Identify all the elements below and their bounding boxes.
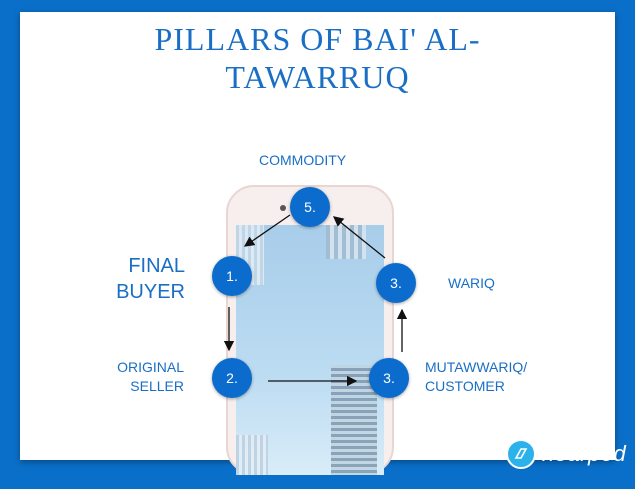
building-top bbox=[326, 225, 366, 259]
label-mutawwariq-line1: MUTAWWARIQ/ bbox=[425, 359, 528, 375]
label-original-seller-line2: SELLER bbox=[130, 378, 184, 394]
nearpod-logo-icon bbox=[506, 439, 536, 469]
node-3-wariq: 3. bbox=[376, 263, 416, 303]
slide-title: PILLARS OF BAI' AL- TAWARRUQ bbox=[0, 20, 635, 96]
label-final-buyer-line1: FINAL bbox=[128, 255, 185, 277]
node-5-commodity: 5. bbox=[290, 187, 330, 227]
nearpod-logo: nearpod bbox=[506, 436, 626, 472]
nearpod-logo-text: nearpod bbox=[542, 441, 627, 466]
phone-camera-dot bbox=[280, 205, 286, 211]
label-original-seller: ORIGINAL SELLER bbox=[95, 358, 184, 396]
arrow-commodity-to-final-buyer bbox=[243, 214, 291, 247]
building-bottom bbox=[236, 435, 268, 475]
arrow-wariq-to-commodity bbox=[332, 216, 386, 259]
title-line-1: PILLARS OF BAI' AL- bbox=[154, 21, 481, 57]
label-wariq: WARIQ bbox=[448, 275, 495, 291]
label-mutawwariq-customer: MUTAWWARIQ/ CUSTOMER bbox=[425, 358, 527, 396]
label-final-buyer-line2: BUYER bbox=[116, 281, 185, 303]
node-2-original-seller: 2. bbox=[212, 358, 252, 398]
label-commodity: COMMODITY bbox=[259, 152, 347, 168]
title-line-2: TAWARRUQ bbox=[225, 59, 410, 95]
label-final-buyer: FINAL BUYER bbox=[109, 253, 185, 305]
label-original-seller-line1: ORIGINAL bbox=[117, 359, 184, 375]
node-1-final-buyer: 1. bbox=[212, 256, 252, 296]
label-mutawwariq-line2: CUSTOMER bbox=[425, 378, 505, 394]
phone-screen bbox=[236, 225, 384, 475]
node-3-customer: 3. bbox=[369, 358, 409, 398]
